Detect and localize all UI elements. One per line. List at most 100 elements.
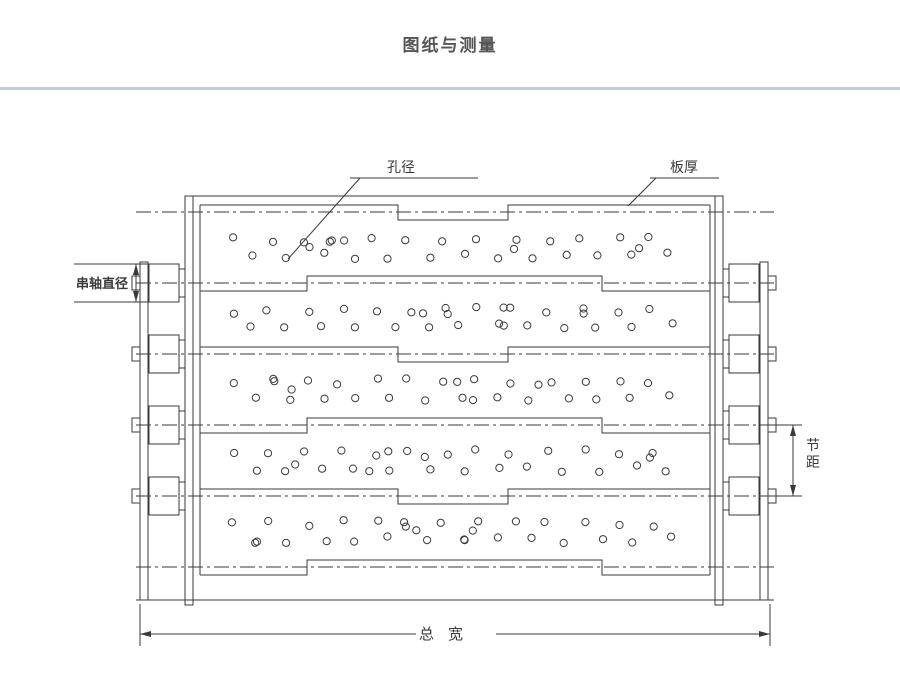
hole [615, 520, 624, 530]
hole [668, 319, 677, 328]
hole [337, 446, 346, 455]
roller-flange [178, 481, 186, 511]
hole [264, 516, 273, 526]
belt-plate-outline [136, 195, 774, 601]
label-plate-thickness: 板厚 [670, 160, 698, 176]
hole [454, 321, 463, 330]
hole [592, 395, 601, 404]
roller-flange [178, 410, 186, 440]
hole [383, 532, 392, 541]
hole [438, 237, 447, 246]
hole [418, 309, 428, 318]
hole [547, 378, 556, 387]
page-header: 图纸与测量 [0, 0, 900, 87]
right-outer-bar [759, 261, 769, 601]
hole [628, 538, 637, 547]
hinge-boundary-3 [200, 346, 710, 363]
hole [472, 303, 481, 312]
hole [593, 251, 602, 260]
hole [614, 450, 624, 459]
hole [350, 537, 359, 546]
hole [581, 377, 590, 386]
hole [280, 323, 289, 332]
hole [575, 234, 584, 243]
hole [327, 236, 336, 245]
hole [439, 377, 448, 386]
hole [227, 518, 236, 527]
plate-perforation-holes [227, 232, 677, 548]
hole [305, 307, 314, 316]
hole [504, 450, 513, 459]
hole [512, 235, 521, 244]
hole [305, 521, 314, 531]
hole [493, 393, 502, 402]
dim-pitch: 节距 [770, 424, 820, 497]
hole [373, 374, 383, 383]
hole [559, 538, 568, 548]
hole [252, 466, 261, 475]
hole [627, 322, 636, 332]
hole [643, 379, 653, 388]
right-inner-bar [714, 195, 724, 606]
hole [291, 460, 300, 469]
hole [423, 536, 432, 545]
hole [562, 250, 571, 259]
label-hole-diameter: 孔径 [387, 160, 415, 176]
hole [540, 517, 549, 527]
hole [468, 396, 478, 405]
hole [425, 323, 434, 332]
hole [325, 237, 334, 246]
hole [262, 306, 271, 315]
hole [595, 467, 604, 476]
hinge-boundary-4 [200, 417, 710, 434]
hinge-boundary-6 [200, 559, 710, 576]
hole [426, 253, 435, 262]
hole [581, 445, 590, 454]
hole [421, 396, 430, 405]
chain-rollers [131, 263, 777, 516]
hole [468, 526, 477, 535]
hole [350, 254, 360, 263]
hole [443, 450, 452, 459]
hole [402, 374, 411, 383]
hole [645, 453, 655, 462]
hole [281, 467, 290, 476]
hole [644, 232, 653, 242]
hole [470, 375, 479, 384]
dim-total-width: 总宽 [139, 604, 771, 646]
hole [320, 394, 329, 403]
hole [667, 532, 676, 541]
hole [598, 535, 608, 544]
hole [385, 466, 394, 475]
hole [268, 237, 278, 246]
hole [665, 391, 674, 400]
hole [614, 308, 623, 317]
hole [426, 465, 435, 474]
hole [511, 517, 521, 526]
hole [546, 237, 555, 246]
leader-plate-thickness: 板厚 [627, 160, 719, 207]
hole [460, 535, 469, 544]
hole [251, 538, 260, 547]
hole [300, 447, 309, 456]
hole [246, 322, 255, 331]
hole [384, 447, 393, 456]
hole [499, 321, 508, 330]
left-outer-bar [139, 261, 149, 601]
hole [544, 446, 553, 455]
hole [348, 464, 358, 473]
hole [299, 238, 308, 247]
hole [663, 248, 672, 257]
label-total-width: 总宽 [419, 625, 477, 643]
hole [661, 467, 670, 476]
hole [527, 533, 536, 543]
label-pitch: 节距 [806, 438, 820, 471]
hole [560, 324, 569, 333]
hole [230, 448, 239, 458]
hole [391, 323, 400, 332]
dim-shaft-diameter: 串轴直径 [74, 263, 149, 303]
hole [591, 323, 600, 332]
hole [400, 518, 409, 527]
hole [522, 462, 532, 471]
hinge-boundary-1 [200, 204, 710, 221]
